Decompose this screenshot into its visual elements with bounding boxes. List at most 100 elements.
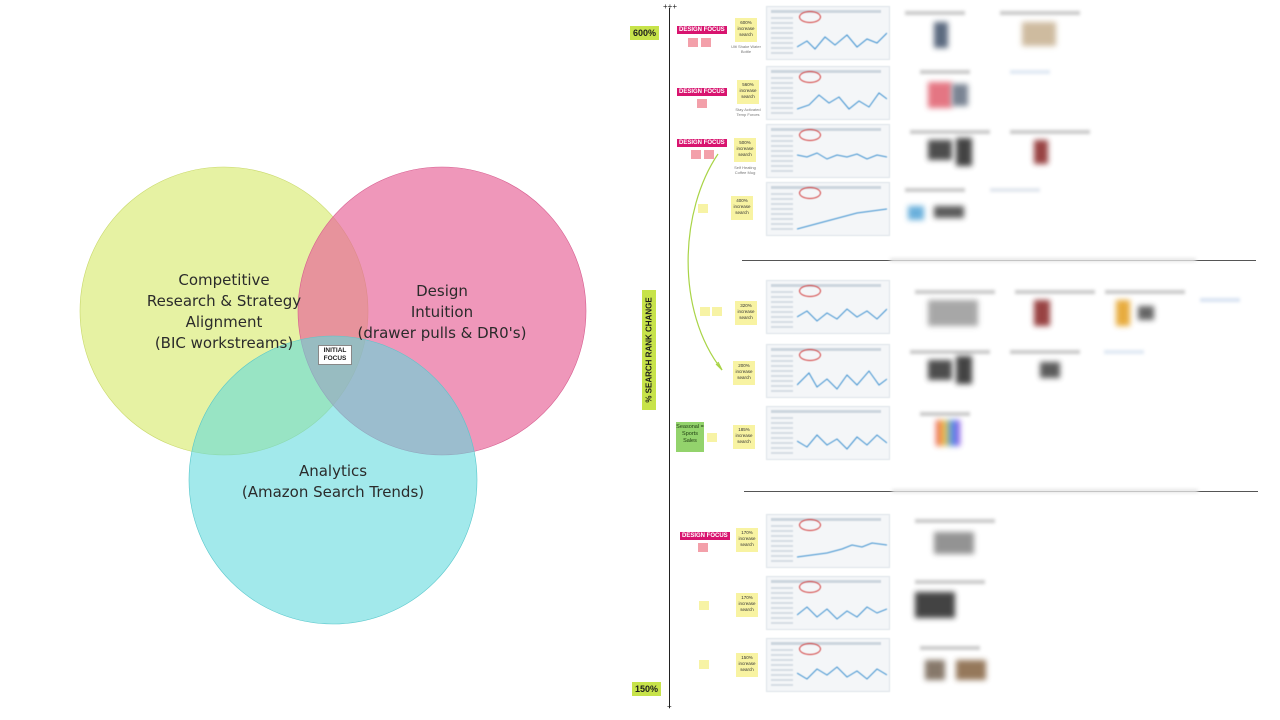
thumb-header [771, 580, 881, 583]
product-image [934, 532, 974, 554]
trend-line [797, 92, 887, 110]
trend-thumbnail-9[interactable] [766, 576, 890, 630]
pct-caption: increase search [738, 601, 756, 612]
product-image [956, 138, 972, 166]
product-image [952, 84, 968, 106]
tag [701, 38, 711, 47]
product-caption-blur [910, 350, 990, 354]
pct-sticky-3: 500%increase search [734, 138, 756, 162]
highlight-circle [799, 71, 821, 83]
product-image [915, 592, 955, 618]
trend-thumbnail-10[interactable] [766, 638, 890, 692]
product-image [956, 660, 986, 680]
product-image [928, 300, 978, 326]
pct-sticky-8: 170%increase search [736, 528, 758, 552]
product-image [1034, 300, 1050, 326]
venn-diagram [79, 166, 587, 625]
trend-thumbnail-7[interactable] [766, 406, 890, 460]
venn-label-design: Design Intuition (drawer pulls & DR0's) [352, 281, 532, 344]
product-caption-blur [1104, 350, 1144, 354]
product-image [1034, 140, 1048, 164]
trend-thumbnail-8[interactable] [766, 514, 890, 568]
pct-value: 170% [741, 530, 753, 535]
venn-label-research: Competitive Research & Strategy Alignmen… [134, 270, 314, 354]
pct-value: 185% [738, 427, 750, 432]
product-caption-blur [920, 412, 970, 416]
highlight-circle [799, 643, 821, 655]
connector-arrow-path [687, 153, 723, 371]
pct-caption: increase search [735, 433, 753, 444]
pct-value: 560% [742, 82, 754, 87]
product-caption-blur [920, 70, 970, 74]
product-image [934, 22, 948, 48]
product-caption-blur [905, 188, 965, 192]
trend-thumbnail-5[interactable] [766, 280, 890, 334]
product-caption-blur [1010, 350, 1080, 354]
product-caption-blur [920, 646, 980, 650]
tag [697, 99, 707, 108]
pct-sticky-9: 170%increase search [736, 593, 758, 617]
product-caption-blur [915, 580, 985, 584]
trend-line [797, 666, 887, 680]
pct-sticky-5: 320%increase search [735, 301, 757, 325]
pct-sticky-7: 185%increase search [733, 425, 755, 449]
product-caption-blur [1000, 11, 1080, 15]
thumb-table [771, 135, 793, 173]
product-image [925, 660, 945, 680]
trend-thumbnail-4[interactable] [766, 182, 890, 236]
thumb-table [771, 77, 793, 115]
pct-caption: increase search [738, 536, 756, 547]
research-line1: Competitive [178, 271, 270, 289]
axis-line [669, 8, 670, 708]
pct-caption: increase search [737, 26, 755, 37]
thumb-header [771, 518, 881, 521]
trend-line [797, 606, 887, 620]
highlight-circle [799, 129, 821, 141]
trend-line [797, 208, 887, 230]
thumb-header [771, 410, 881, 413]
trend-thumbnail-6[interactable] [766, 344, 890, 398]
highlight-circle [799, 349, 821, 361]
product-image [936, 420, 960, 446]
product-caption-blur [915, 290, 995, 294]
trend-thumbnail-3[interactable] [766, 124, 890, 178]
tag [699, 660, 709, 669]
product-caption-blur [905, 11, 965, 15]
pct-value: 200% [738, 363, 750, 368]
product-image [1040, 362, 1060, 378]
tag [698, 204, 708, 213]
research-line2: Research & Strategy [146, 292, 302, 310]
trend-thumbnail-2[interactable] [766, 66, 890, 120]
design-focus-label-2: DESIGN FOCUS [677, 88, 727, 96]
analytics-line1: Analytics [298, 462, 368, 480]
pct-sticky-6: 200%increase search [733, 361, 755, 385]
seasonal-sticky: Seasonal = Sports Sales [676, 422, 704, 452]
connector-arrowhead [715, 361, 723, 371]
product-caption-blur [1105, 290, 1185, 294]
pct-value: 170% [741, 595, 753, 600]
trend-line [797, 542, 887, 558]
product-image [908, 206, 924, 220]
connector-arrow [687, 153, 723, 371]
tag [698, 543, 708, 552]
axis-bottom-value: 150% [632, 682, 662, 696]
separator-blur [892, 489, 1198, 493]
pct-value: 600% [740, 20, 752, 25]
trend-thumbnail-1[interactable] [766, 6, 890, 60]
design-line1: Design [416, 282, 468, 300]
thumb-header [771, 128, 881, 131]
thumb-header [771, 186, 881, 189]
circle-analytics [188, 335, 478, 625]
highlight-circle [799, 519, 821, 531]
initial-focus-line1: INITIAL [323, 347, 347, 354]
tag [699, 601, 709, 610]
pct-value: 320% [740, 303, 752, 308]
pct-sticky-10: 150%increase search [736, 653, 758, 677]
tag [704, 150, 714, 159]
axis-title-text: % SEARCH RANK CHANGE [644, 297, 654, 403]
tag [712, 307, 722, 316]
highlight-circle [799, 285, 821, 297]
product-caption-blur [1010, 130, 1090, 134]
product-image [928, 140, 952, 160]
pct-value: 400% [736, 198, 748, 203]
